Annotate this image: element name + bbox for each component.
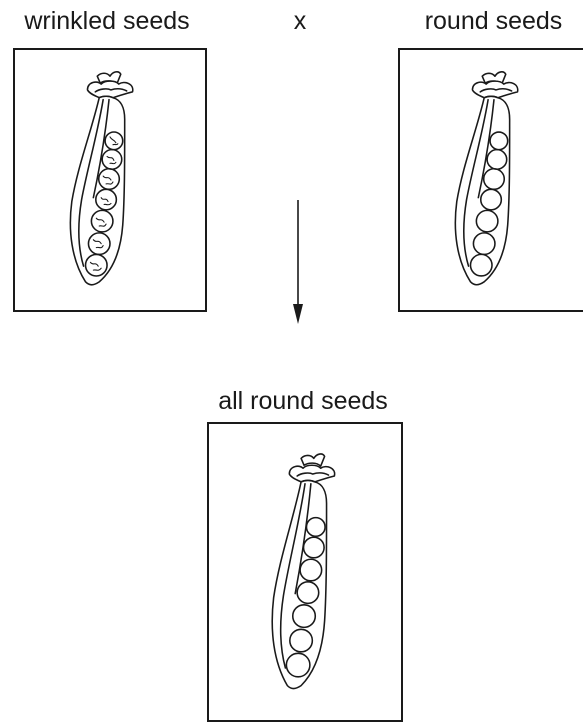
wrinkled-parent-panel [13,48,207,312]
down-arrow-icon [288,200,308,325]
round-pea-pod-illustration [400,50,583,310]
wrinkled-pea-pod-illustration [15,50,205,310]
cross-symbol: x [288,6,312,36]
offspring-pea-pod-illustration [209,424,401,720]
round-seeds-label: round seeds [404,6,583,36]
offspring-panel [207,422,403,722]
wrinkled-seeds-label: wrinkled seeds [2,6,212,36]
round-parent-panel [398,48,583,312]
all-round-seeds-label: all round seeds [183,386,423,416]
